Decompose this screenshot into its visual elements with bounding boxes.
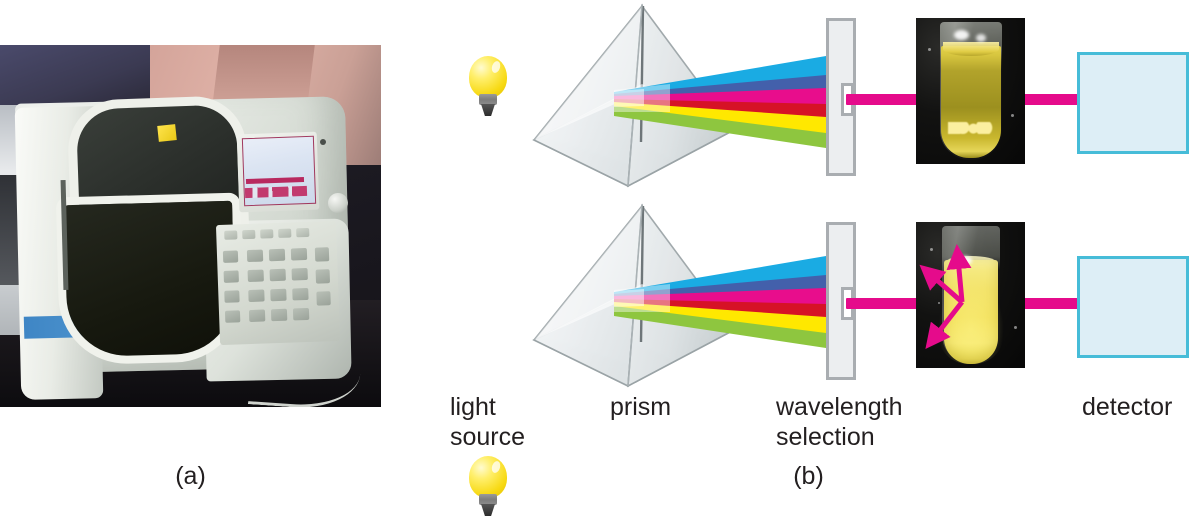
scattering-arrows — [919, 244, 972, 350]
beam-blue — [614, 75, 826, 97]
keypad-function-key — [315, 269, 331, 284]
keypad-softkey — [278, 228, 292, 238]
panel-b: light source prism wavelength selection … — [420, 0, 1197, 516]
keypad-key — [248, 309, 266, 323]
keypad-function-key — [314, 247, 330, 262]
label-light-source: light source — [450, 393, 526, 451]
scatter-arrow-up — [946, 244, 972, 303]
panel-b-caption: (b) — [793, 462, 824, 490]
panel-a: (a) — [0, 0, 420, 499]
keypad-softkey — [242, 229, 256, 240]
keypad-softkey — [224, 230, 238, 240]
keypad-key — [224, 290, 240, 303]
bulb-glass — [469, 456, 507, 498]
scatter-arrow-lower-left — [925, 300, 964, 350]
keypad-key — [291, 267, 308, 281]
beam-cyan — [614, 256, 826, 295]
keypad-key — [269, 268, 286, 282]
photo-speck — [928, 48, 931, 51]
clear-yellow-solution — [941, 46, 1001, 158]
power-led — [320, 139, 326, 145]
photo-speck — [1014, 326, 1017, 329]
label-wavelength-selection: wavelength selection — [776, 393, 903, 451]
keypad-key — [247, 269, 264, 283]
diagram-labels: light source prism wavelength selection … — [420, 392, 1197, 454]
keypad-key — [224, 310, 241, 323]
dispersed-spectrum-beams — [614, 56, 826, 148]
keypad-key — [270, 288, 287, 302]
cuvette-clear-sample — [916, 18, 1025, 164]
keypad — [215, 220, 341, 346]
bulb-neck — [479, 94, 497, 105]
beam-yellow — [614, 102, 826, 134]
keypad-key — [268, 248, 286, 262]
sample-compartment-opening — [64, 200, 236, 358]
beam-green — [614, 106, 826, 148]
photo-speck — [1011, 114, 1014, 117]
liquid-meniscus — [943, 42, 999, 56]
bulb-base — [481, 104, 495, 116]
yellow-sticker — [157, 124, 177, 142]
beam-cyan — [614, 56, 826, 95]
beam-yellow — [614, 302, 826, 334]
glass-highlight — [954, 30, 969, 40]
dispersed-spectrum-beams — [614, 256, 826, 348]
keypad-key — [248, 289, 265, 303]
glass-highlight — [976, 34, 986, 42]
keypad-key — [292, 307, 310, 321]
liquid-bubbles — [948, 122, 994, 134]
light-bulb-icon — [466, 56, 510, 118]
bulb-neck — [479, 494, 497, 505]
panel-a-caption: (a) — [175, 462, 206, 490]
mono-beam-transmitted — [1004, 94, 1108, 105]
spectrophotometer-photo — [0, 45, 381, 407]
detector-box — [1077, 256, 1189, 358]
keypad-key — [246, 249, 264, 263]
keypad-key — [222, 250, 239, 263]
bulb-glass — [469, 56, 507, 98]
keypad-function-key — [316, 291, 331, 306]
mono-beam-incident — [846, 298, 962, 309]
photo-speck — [930, 248, 933, 251]
keypad-softkey — [260, 229, 274, 239]
label-detector: detector — [1082, 393, 1173, 421]
diagram-row-clear-sample — [420, 0, 1197, 196]
diagram-row-turbid-sample — [420, 200, 1197, 516]
keypad-key — [290, 247, 308, 261]
photo-speck — [938, 302, 940, 304]
mono-beam-transmitted — [1012, 298, 1108, 309]
beam-green — [614, 306, 826, 348]
beam-blue — [614, 275, 826, 297]
detector-box — [1077, 52, 1189, 154]
scatter-arrow-upper-left — [919, 264, 964, 304]
bulb-base — [481, 504, 495, 516]
keypad-key — [270, 308, 288, 322]
label-prism: prism — [610, 393, 672, 421]
keypad-softkey — [296, 227, 310, 238]
keypad-key — [223, 270, 239, 283]
mono-beam-incident — [846, 94, 924, 105]
keypad-key — [292, 287, 309, 301]
